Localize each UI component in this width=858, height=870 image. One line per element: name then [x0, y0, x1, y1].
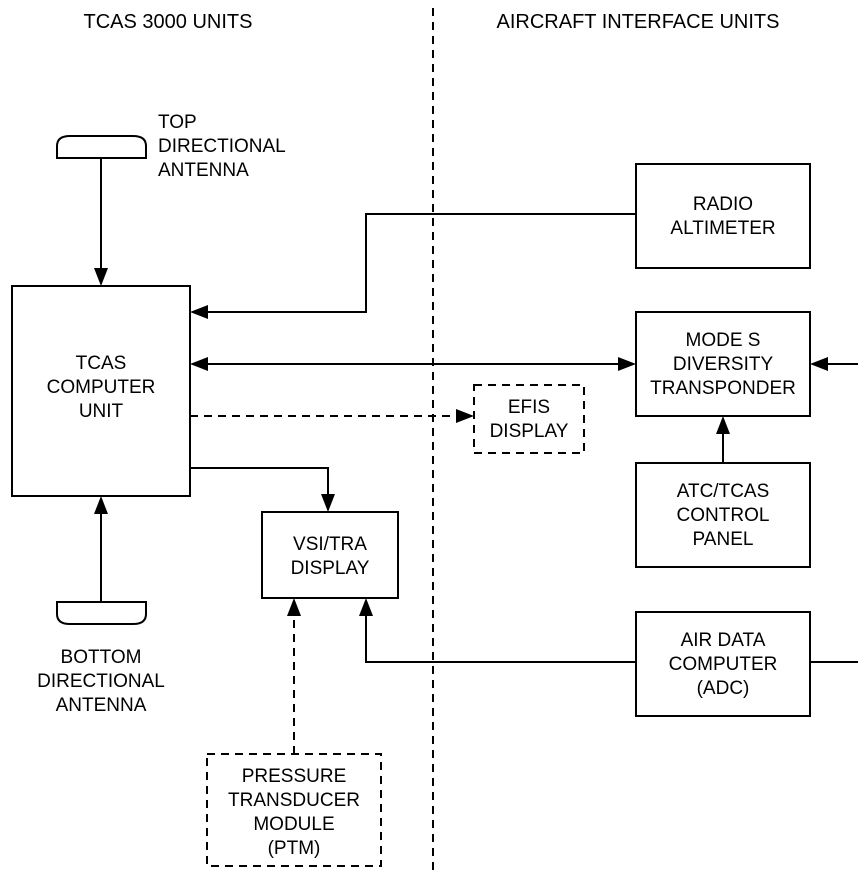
ptm-label-1: PRESSURE: [242, 766, 347, 787]
ptm-label-3: MODULE: [253, 814, 334, 835]
adc-label-1: AIR DATA: [681, 630, 766, 651]
tcas-vsi-arrowhead: [321, 494, 335, 512]
bottom-antenna-label-1: BOTTOM: [61, 647, 142, 668]
vsi-tra-label-1: VSI/TRA: [293, 534, 367, 555]
ptm-label-2: TRANSDUCER: [228, 790, 360, 811]
tcas-transponder-arrowhead-right: [618, 357, 636, 371]
mode-s-transponder: [635, 311, 811, 417]
tcas-efis-arrowhead: [456, 409, 474, 423]
mode-s-label-3: TRANSPONDER: [650, 378, 796, 399]
tcas-transponder-arrowhead-left: [190, 357, 208, 371]
adc-label-3: (ADC): [697, 678, 750, 699]
external-transponder-arrowhead: [810, 357, 828, 371]
tcas-computer-label-3: UNIT: [79, 401, 124, 422]
vsi-tra-label-2: DISPLAY: [291, 558, 370, 579]
ptm-vsi-arrowhead: [287, 598, 301, 616]
tcas-computer-label-2: COMPUTER: [47, 377, 156, 398]
top-antenna-label-2: DIRECTIONAL: [158, 136, 286, 157]
bottom-antenna-label-2: DIRECTIONAL: [37, 671, 165, 692]
tcas-computer-label-1: TCAS: [76, 353, 127, 374]
tcas-computer-unit: [11, 285, 191, 497]
top-antenna-icon: [56, 135, 147, 159]
header-aircraft-interface-units: AIRCRAFT INTERFACE UNITS: [497, 11, 780, 33]
header-tcas-units: TCAS 3000 UNITS: [84, 11, 253, 33]
atc-panel-label-3: PANEL: [693, 529, 754, 550]
bottom-antenna-icon: [56, 601, 147, 625]
radio-altimeter-label-2: ALTIMETER: [670, 218, 775, 239]
adc-label-2: COMPUTER: [669, 654, 778, 675]
efis-label-1: EFIS: [508, 397, 550, 418]
top-antenna-label-3: ANTENNA: [158, 160, 249, 181]
panel-transponder-arrowhead: [716, 416, 730, 434]
mode-s-label-2: DIVERSITY: [673, 354, 774, 375]
top-antenna-arrowhead: [94, 268, 108, 286]
radio-altimeter: [635, 163, 811, 269]
adc-vsi-link: [365, 616, 636, 663]
atc-panel-label-2: CONTROL: [677, 505, 770, 526]
ptm-label-4: (PTM): [268, 838, 321, 859]
top-antenna-label-1: TOP: [158, 112, 197, 133]
radio-altimeter-arrowhead: [190, 305, 208, 319]
atc-tcas-control-panel: [635, 462, 811, 568]
radio-altimeter-label-1: RADIO: [693, 194, 753, 215]
air-data-computer: [635, 611, 811, 717]
efis-display: [473, 384, 585, 454]
radio-altimeter-link: [208, 213, 636, 313]
atc-panel-label-1: ATC/TCAS: [677, 481, 770, 502]
bottom-antenna-arrowhead: [94, 496, 108, 514]
pressure-transducer-module: [206, 753, 382, 867]
mode-s-label-1: MODE S: [686, 330, 761, 351]
vsi-tra-display: [261, 511, 399, 599]
tcas-vsi-link: [190, 467, 329, 494]
efis-label-2: DISPLAY: [490, 421, 569, 442]
bottom-antenna-label-3: ANTENNA: [56, 695, 147, 716]
adc-vsi-arrowhead: [359, 598, 373, 616]
